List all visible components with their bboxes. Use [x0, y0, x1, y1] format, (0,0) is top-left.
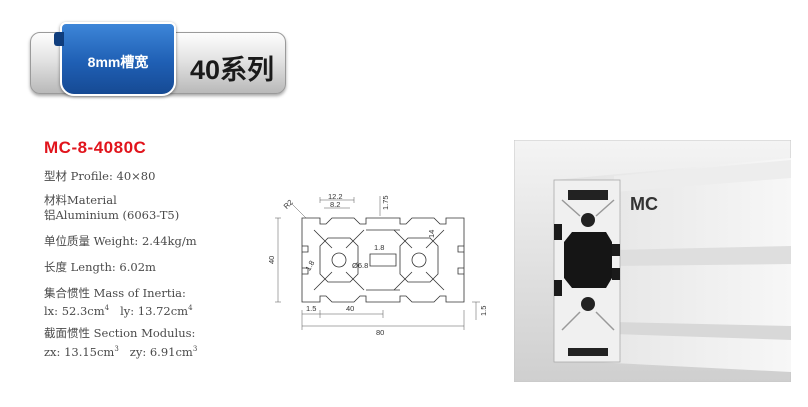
photo-mc-label: MC — [630, 194, 658, 214]
dim-1-5-left: 1.5 — [306, 304, 316, 313]
spec-length: 长度 Length: 6.02m — [44, 260, 156, 274]
modulus-zy: zy: 6.91cm — [129, 344, 193, 359]
dim-12-2: 12.2 — [328, 192, 343, 201]
profile-cross-section-drawing: 40 R2 12.2 8.2 1.75 1.8 1.8 Ø6.8 14 1.5 … — [267, 192, 488, 337]
dim-14: 14 — [427, 230, 436, 238]
slot-width-label: 8mm槽宽 — [87, 54, 149, 70]
dim-hole-diameter: Ø6.8 — [352, 261, 368, 270]
inertia-ix: lx: 52.3cm — [44, 303, 105, 318]
dim-40-horizontal: 40 — [346, 304, 354, 313]
dim-1-75: 1.75 — [381, 195, 390, 210]
dim-1-8-center: 1.8 — [374, 243, 384, 252]
dim-1-8-left: 1.8 — [303, 259, 316, 273]
dim-80: 80 — [376, 328, 384, 337]
dim-8-2: 8.2 — [330, 200, 340, 209]
dim-40-vertical: 40 — [267, 256, 276, 264]
spec-material-label: 材料Material — [44, 193, 117, 207]
series-banner: 8mm槽宽 40系列 — [30, 22, 286, 98]
modulus-zx-exp: 3 — [114, 345, 119, 353]
spec-modulus-values: zx: 13.15cm3 zy: 6.91cm3 — [44, 341, 197, 360]
model-number: MC-8-4080C — [44, 138, 147, 157]
modulus-zy-exp: 3 — [192, 345, 198, 353]
dim-1-5-right: 1.5 — [479, 306, 488, 316]
spec-weight: 单位质量 Weight: 2.44kg/m — [44, 234, 197, 248]
inertia-ix-exp: 4 — [104, 304, 110, 312]
slot-width-tag: 8mm槽宽 — [54, 22, 176, 96]
series-title: 40系列 — [190, 55, 275, 85]
spec-material-value: 铝Aluminium (6063-T5) — [44, 208, 180, 222]
modulus-zx: zx: 13.15cm — [44, 344, 115, 359]
spec-profile: 型材 Profile: 40×80 — [44, 169, 156, 183]
profile-product-photo: MC — [514, 140, 791, 382]
spec-modulus-label: 截面惯性 Section Modulus: — [44, 326, 196, 340]
inertia-iy-exp: 4 — [188, 304, 193, 312]
spec-inertia-values: lx: 52.3cm4 ly: 13.72cm4 — [44, 300, 193, 319]
spec-inertia-label: 集合惯性 Mass of Inertia: — [44, 286, 186, 300]
inertia-iy: ly: 13.72cm — [120, 303, 189, 318]
dim-r2: R2 — [282, 198, 295, 211]
